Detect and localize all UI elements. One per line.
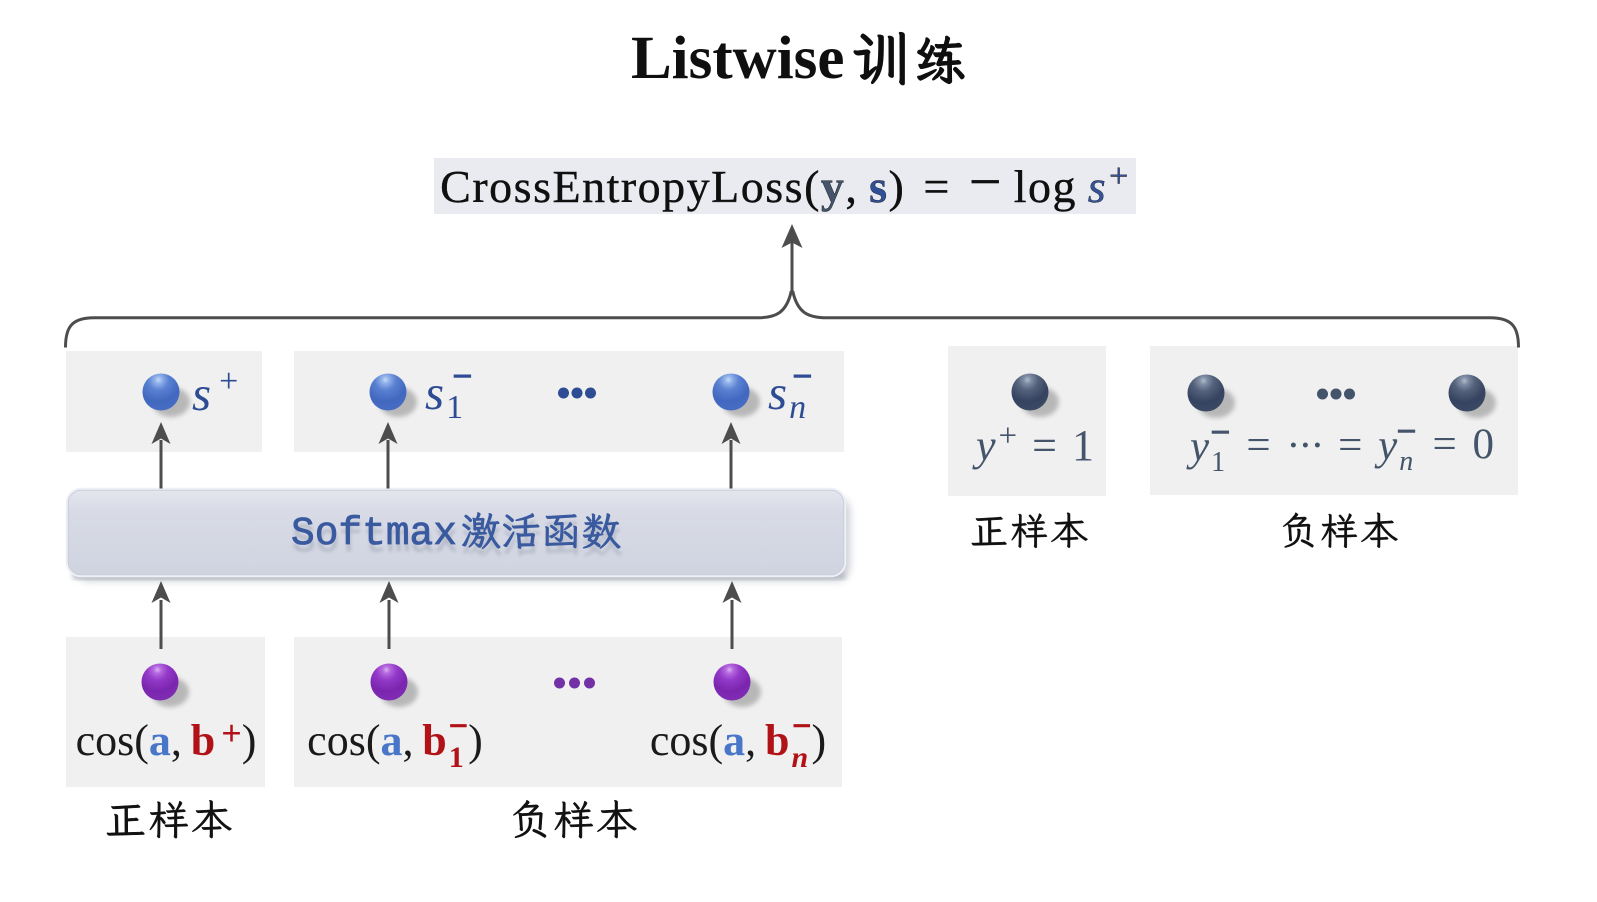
svg-text:y1− = ··· = yn− = 0: y1− = ··· = yn− = 0 [1186,411,1494,478]
svg-text:Softmax: Softmax [291,511,457,556]
svg-text:cos(a, b1−): cos(a, b1−) [307,708,483,774]
svg-text:cos(a, bn−): cos(a, bn−) [650,708,826,774]
svg-text:y+ = 1: y+ = 1 [972,418,1094,470]
svg-text:Softmax: Softmax [292,518,458,563]
svg-text:Listwise: Listwise [631,25,845,92]
